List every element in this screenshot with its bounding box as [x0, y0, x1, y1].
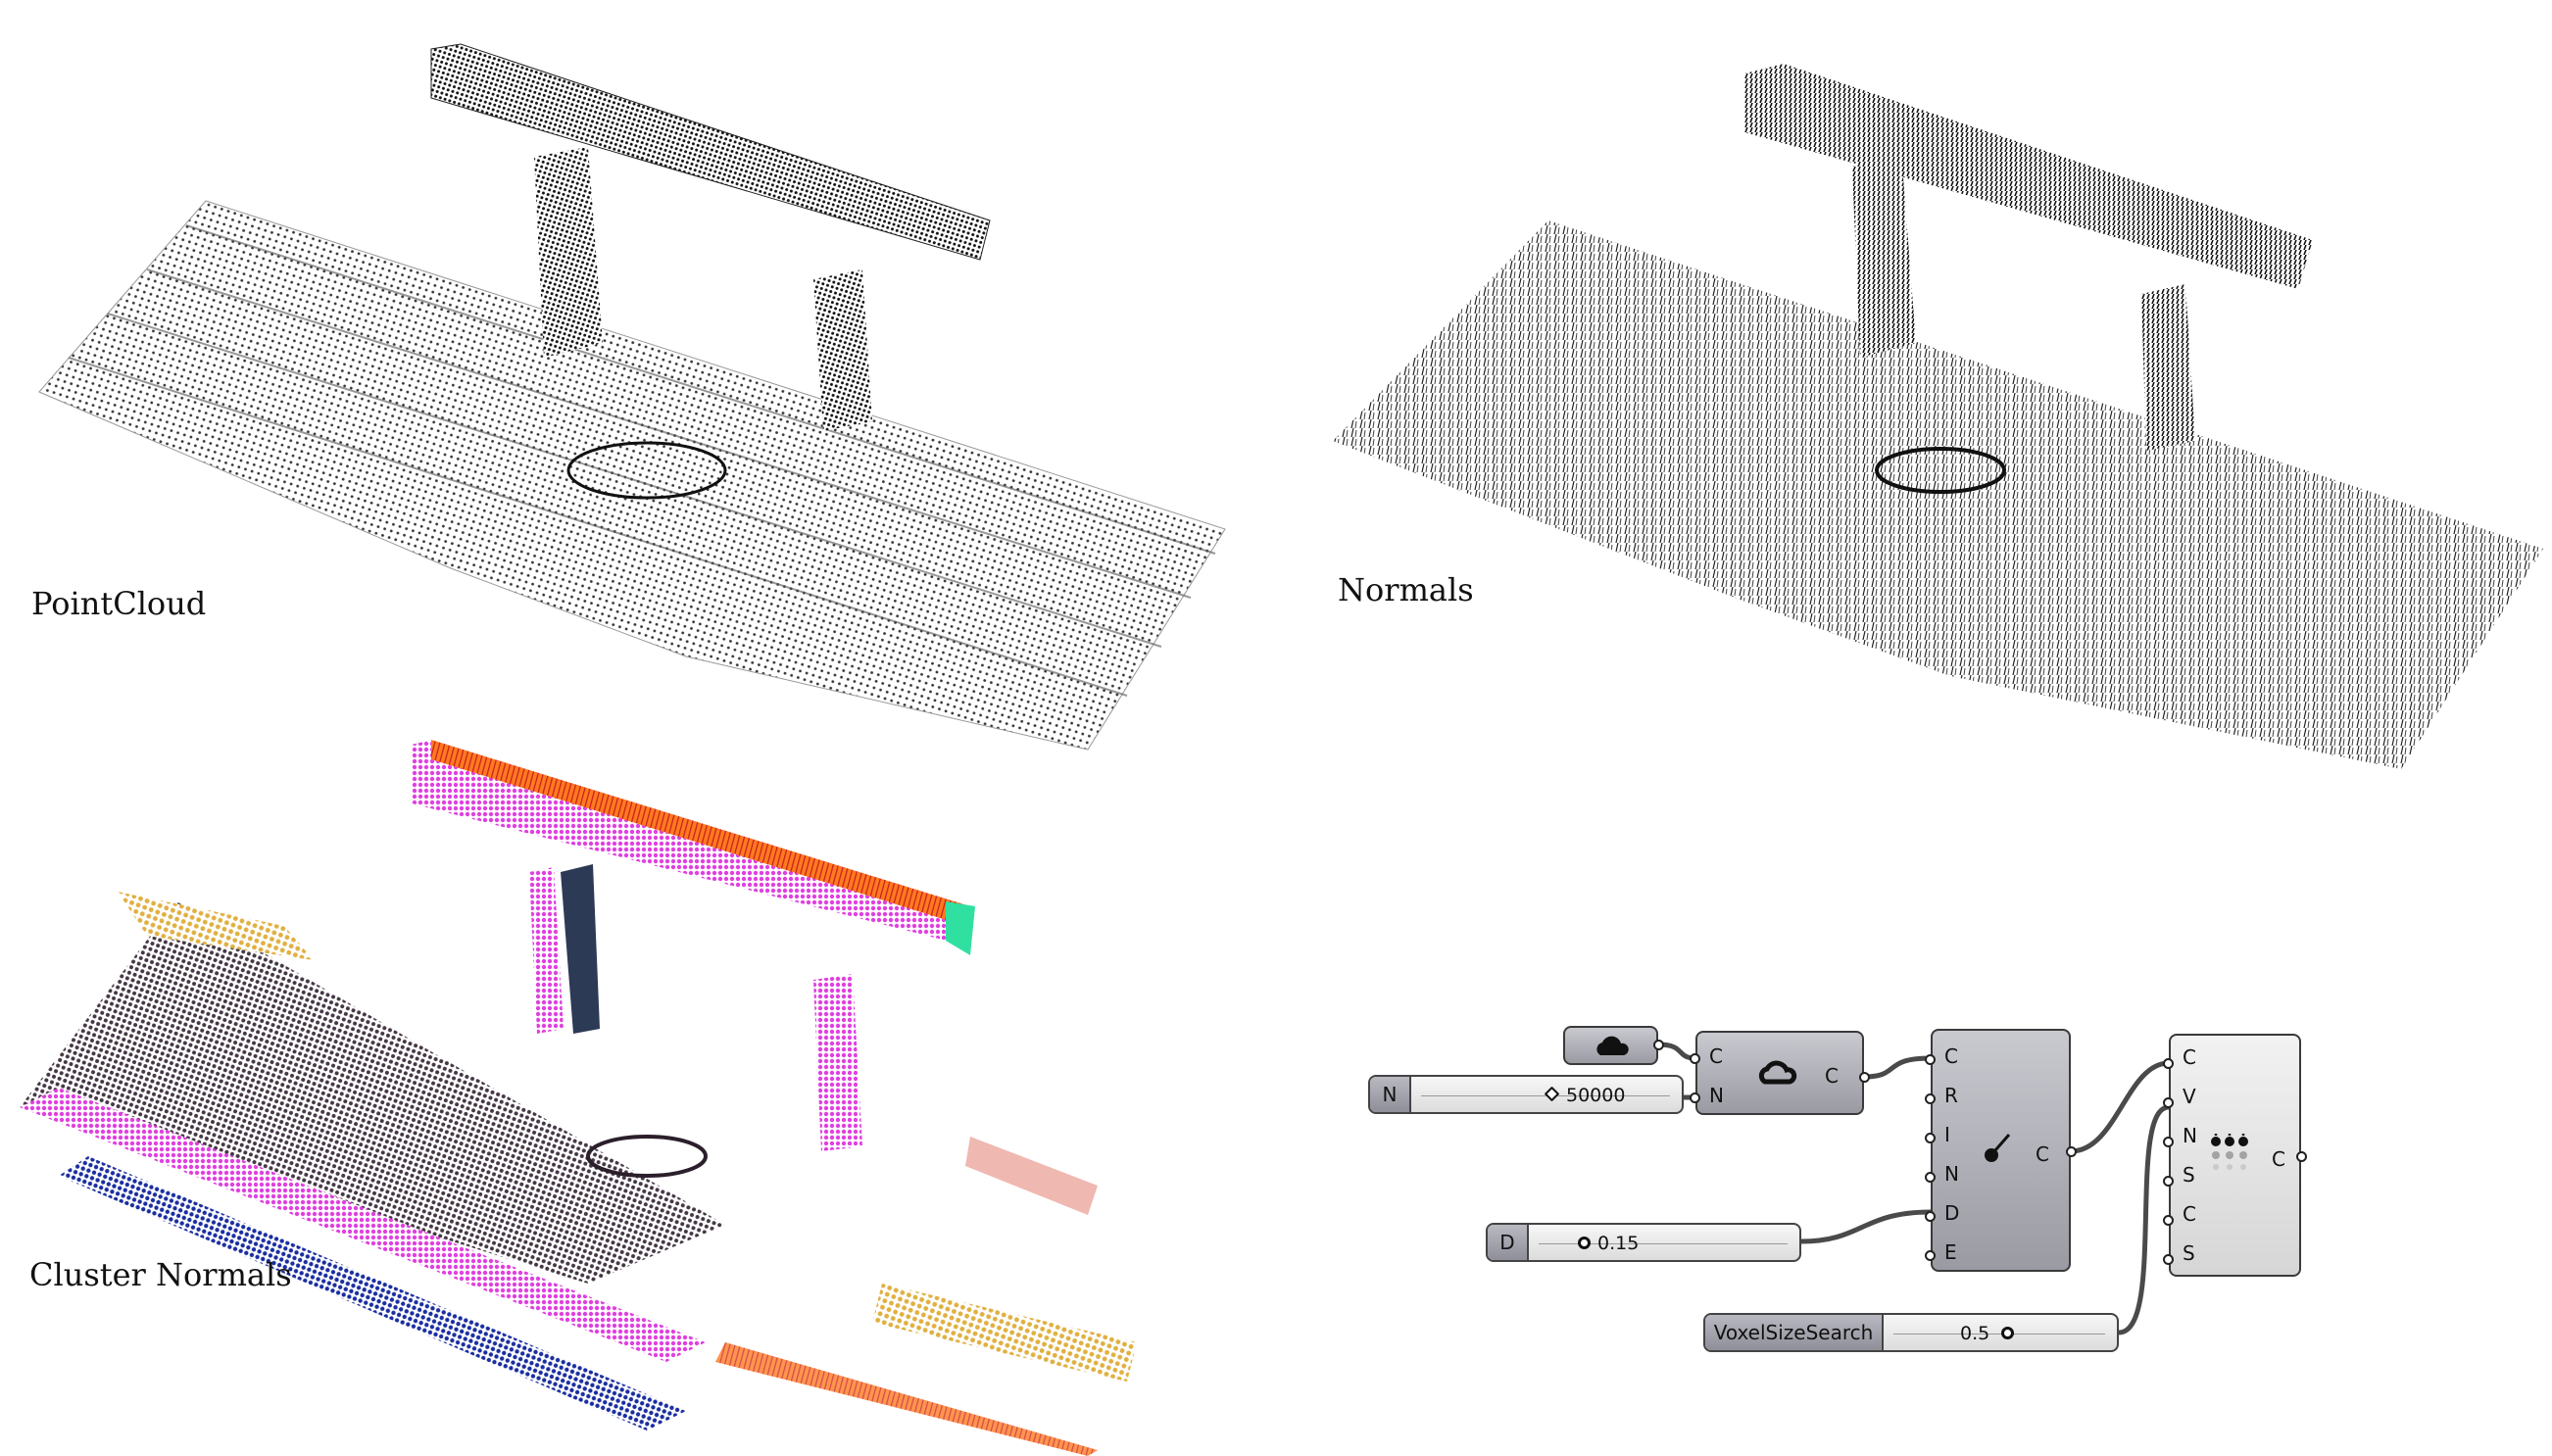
input-port[interactable]	[1925, 1093, 1936, 1104]
slider-grip[interactable]	[1578, 1237, 1591, 1249]
slider-track	[1539, 1243, 1788, 1244]
construct-cloud-node[interactable]: C N C	[1695, 1031, 1864, 1115]
input-port[interactable]	[1690, 1053, 1700, 1064]
slider-n-value: 50000	[1566, 1085, 1626, 1106]
input-port-label: S	[2183, 1163, 2195, 1187]
output-port[interactable]	[1653, 1040, 1664, 1050]
cluster-pins-icon	[2211, 1134, 2248, 1170]
input-port[interactable]	[1925, 1054, 1936, 1065]
cluster-normals-label: Cluster Normals	[29, 1256, 292, 1293]
slider-d[interactable]: D 0.15	[1486, 1223, 1801, 1262]
input-port[interactable]	[2163, 1254, 2174, 1265]
input-port[interactable]	[2163, 1097, 2174, 1108]
input-port-label: N	[1709, 1084, 1724, 1107]
input-port[interactable]	[2163, 1176, 2174, 1187]
output-port-label: C	[2272, 1147, 2285, 1171]
slider-n[interactable]: N 50000	[1368, 1075, 1684, 1114]
input-port-label: V	[2183, 1085, 2196, 1108]
input-port-label: R	[1944, 1084, 1958, 1107]
input-port-label: I	[1944, 1123, 1950, 1146]
node-graph: C N C C R I N D E C C V N S C S C	[1352, 1009, 2391, 1362]
input-port[interactable]	[1925, 1172, 1936, 1183]
input-port-label: C	[1709, 1044, 1723, 1068]
slider-track	[1893, 1334, 2105, 1335]
input-port[interactable]	[1925, 1211, 1936, 1222]
slider-d-name: D	[1488, 1225, 1529, 1260]
slider-grip[interactable]	[1544, 1086, 1560, 1102]
normals-component-node[interactable]: C R I N D E C	[1931, 1029, 2071, 1272]
slider-d-value: 0.15	[1597, 1233, 1640, 1254]
input-port[interactable]	[1925, 1133, 1936, 1143]
slider-voxel-value: 0.5	[1960, 1323, 1990, 1344]
cluster-normals-render	[0, 735, 1235, 1456]
pointcloud-render	[0, 20, 1235, 764]
output-port-label: C	[2036, 1142, 2049, 1166]
output-port[interactable]	[2296, 1151, 2307, 1162]
input-port[interactable]	[2163, 1058, 2174, 1069]
output-port[interactable]	[2066, 1146, 2077, 1157]
input-port-label: E	[1944, 1240, 1957, 1264]
slider-voxel-size-search[interactable]: VoxelSizeSearch 0.5	[1703, 1313, 2119, 1352]
output-port[interactable]	[1859, 1072, 1870, 1083]
cloud-icon	[1596, 1036, 1629, 1055]
pointcloud-label: PointCloud	[31, 585, 207, 622]
input-port[interactable]	[1690, 1092, 1700, 1103]
input-port[interactable]	[2163, 1215, 2174, 1226]
input-port[interactable]	[2163, 1137, 2174, 1147]
input-port-label: S	[2183, 1241, 2195, 1265]
input-port-label: C	[1944, 1044, 1958, 1068]
cloud-icon	[1758, 1060, 1797, 1085]
input-port-label: C	[2183, 1202, 2196, 1226]
input-port-label: C	[2183, 1045, 2196, 1069]
cloud-param-node[interactable]	[1563, 1026, 1658, 1065]
slider-voxel-name: VoxelSizeSearch	[1705, 1315, 1884, 1350]
cluster-component-node[interactable]: C V N S C S C	[2169, 1034, 2301, 1277]
slider-n-name: N	[1370, 1077, 1411, 1112]
normals-label: Normals	[1338, 571, 1474, 608]
normals-render	[1323, 49, 2552, 784]
input-port-label: N	[1944, 1162, 1959, 1186]
input-port-label: D	[1944, 1201, 1960, 1225]
slider-grip[interactable]	[2001, 1327, 2014, 1339]
brush-icon	[1985, 1134, 2011, 1162]
input-port[interactable]	[1925, 1250, 1936, 1261]
input-port-label: N	[2183, 1124, 2197, 1147]
output-port-label: C	[1825, 1064, 1839, 1088]
